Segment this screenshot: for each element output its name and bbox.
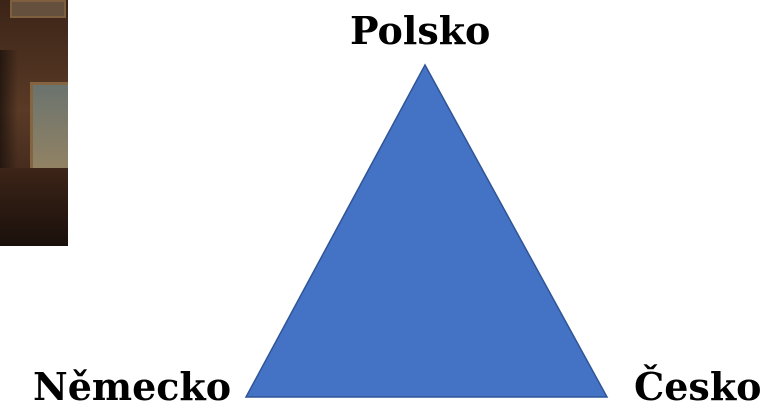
photo-crop [0,0,68,246]
photo-shadow [0,50,18,170]
triangle-shape [244,63,609,398]
picture-frame [10,0,66,18]
label-left: Německo [33,364,232,409]
photo-lower-area [0,168,68,246]
label-top: Polsko [350,8,491,53]
label-right: Česko [634,364,762,409]
